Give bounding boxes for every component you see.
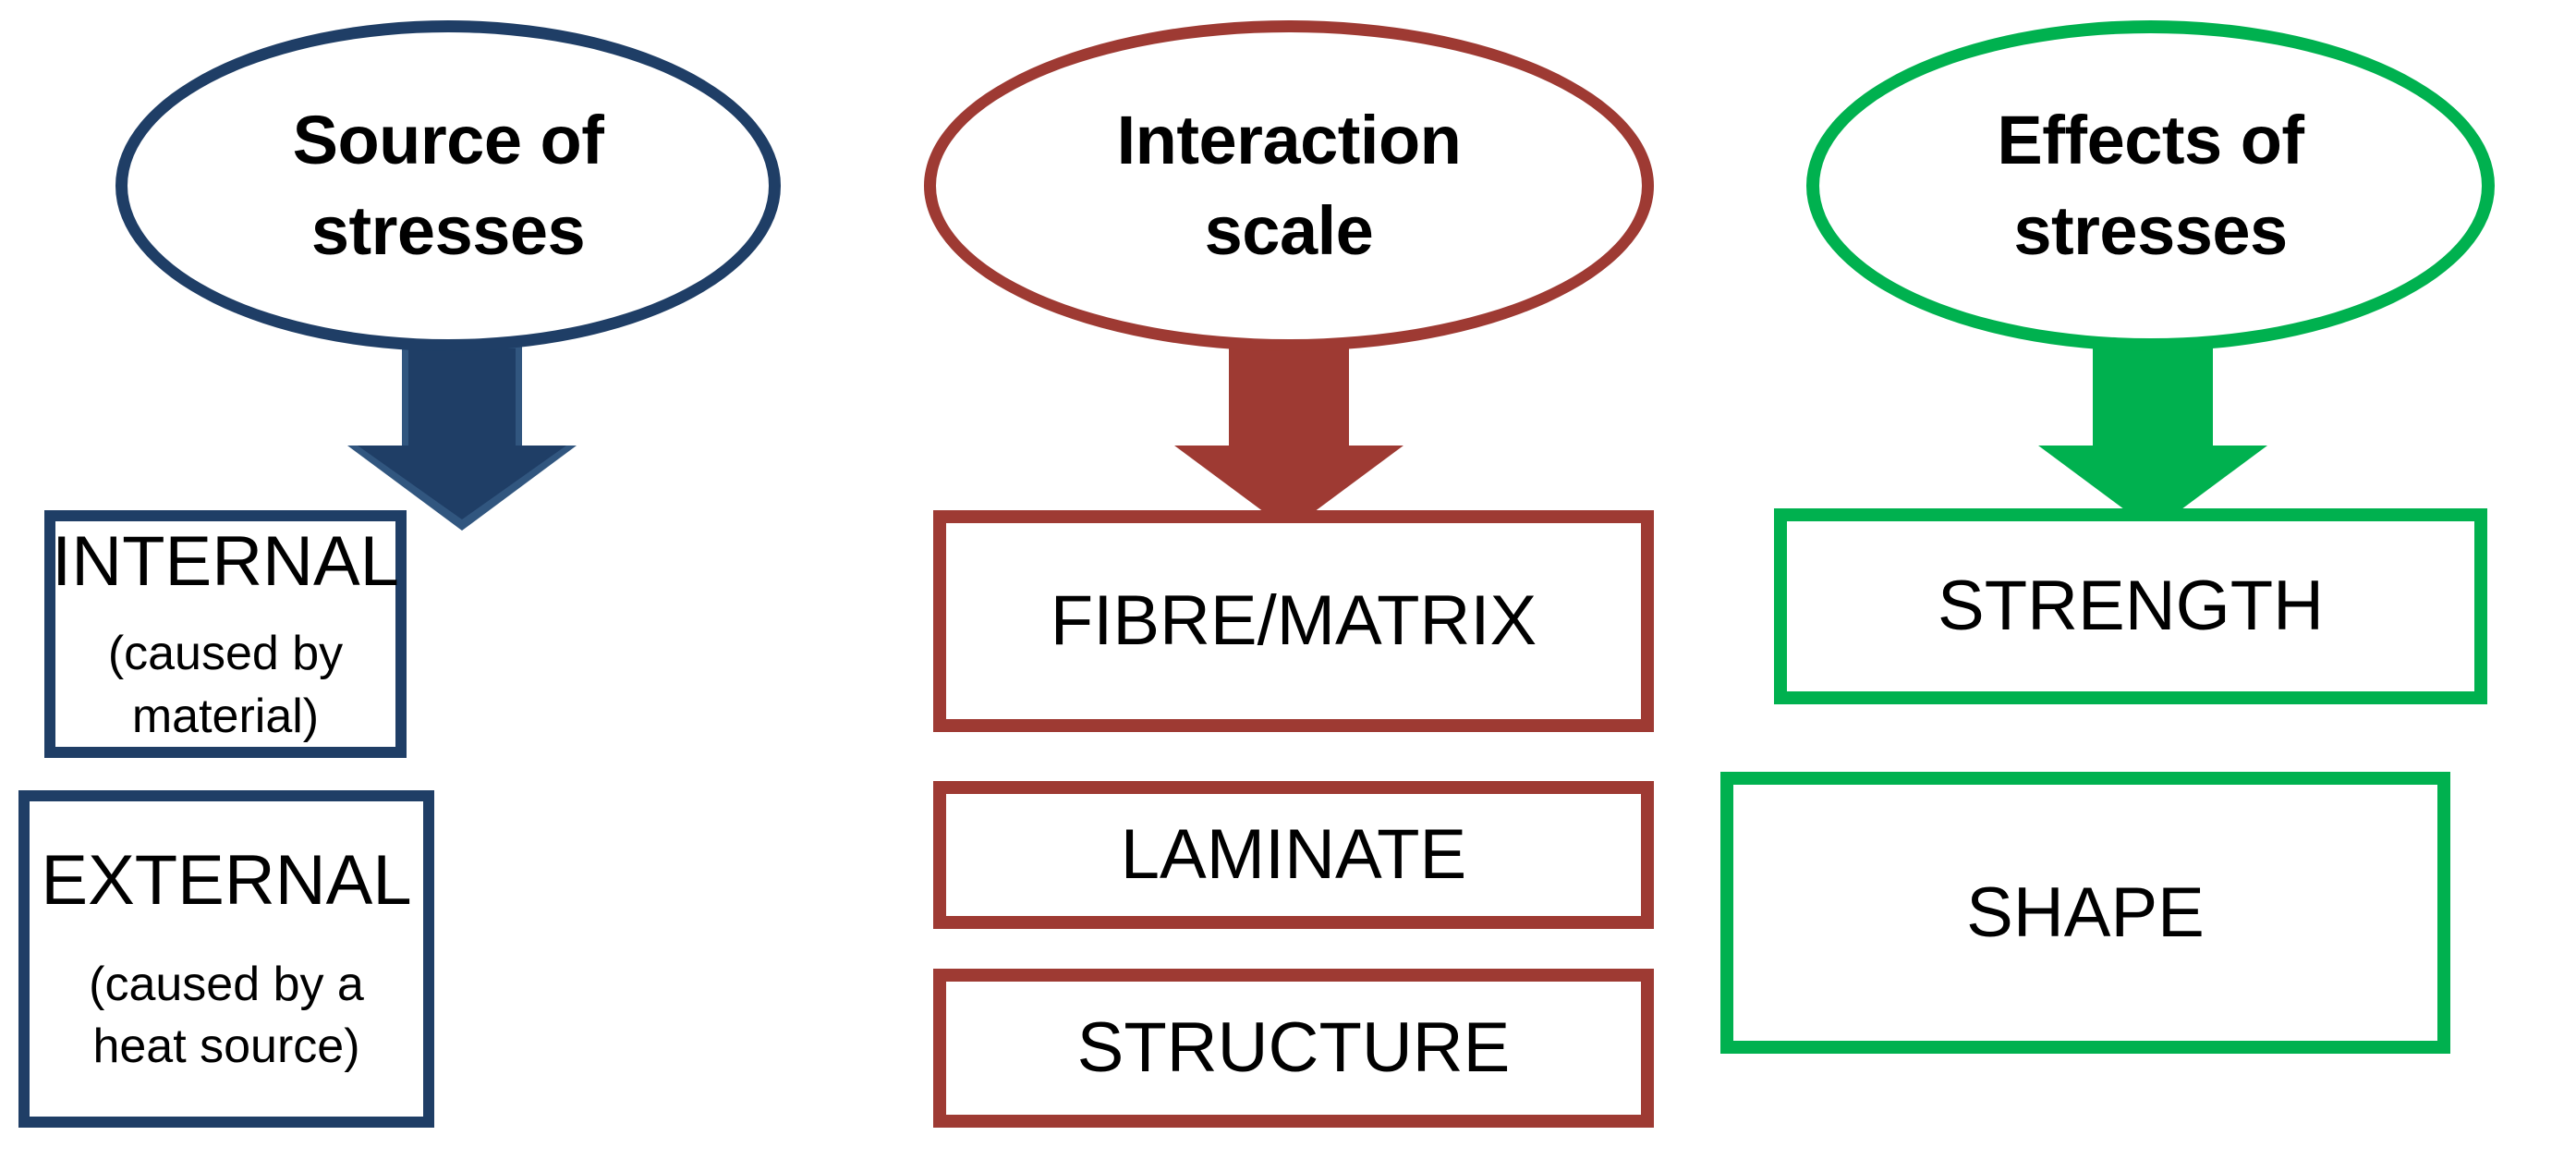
ellipse-label-line2: stresses xyxy=(310,192,586,269)
arrow-head-inner xyxy=(358,446,566,519)
arrow-down-source xyxy=(277,342,647,531)
arrow-down-effects xyxy=(1968,342,2338,531)
box-external-title: EXTERNAL xyxy=(41,841,412,921)
ellipse-interaction-scale[interactable]: Interaction scale xyxy=(924,20,1654,351)
box-internal[interactable]: INTERNAL (caused by material) xyxy=(44,510,407,758)
box-strength[interactable]: STRENGTH xyxy=(1774,508,2487,704)
box-laminate-title: LAMINATE xyxy=(1120,815,1467,895)
ellipse-label-line1: Source of xyxy=(292,102,604,179)
arrow-shaft xyxy=(1229,342,1349,453)
box-structure[interactable]: STRUCTURE xyxy=(933,969,1654,1128)
arrow-down-interaction xyxy=(1104,342,1474,531)
box-internal-title: INTERNAL xyxy=(52,521,399,601)
box-internal-subtitle: (caused by material) xyxy=(107,627,344,743)
box-external[interactable]: EXTERNAL (caused by a heat source) xyxy=(18,790,434,1128)
ellipse-source-of-stresses[interactable]: Source of stresses xyxy=(115,20,781,351)
arrow-shaft xyxy=(402,342,522,453)
ellipse-label-line1: Effects of xyxy=(1997,102,2304,179)
ellipse-label-line2: scale xyxy=(1204,192,1374,269)
ellipse-effects-of-stresses[interactable]: Effects of stresses xyxy=(1806,20,2495,351)
arrow-shaft xyxy=(2093,342,2213,453)
box-external-subtitle: (caused by a heat source) xyxy=(89,957,364,1074)
box-fibre-matrix[interactable]: FIBRE/MATRIX xyxy=(933,510,1654,732)
box-strength-title: STRENGTH xyxy=(1938,567,2324,646)
ellipse-label-line1: Interaction xyxy=(1116,102,1462,179)
box-fibre-matrix-title: FIBRE/MATRIX xyxy=(1050,581,1537,661)
ellipse-label-line2: stresses xyxy=(2013,192,2288,269)
box-shape[interactable]: SHAPE xyxy=(1720,772,2450,1054)
box-laminate[interactable]: LAMINATE xyxy=(933,781,1654,929)
box-shape-title: SHAPE xyxy=(1966,873,2205,952)
box-structure-title: STRUCTURE xyxy=(1076,1008,1511,1088)
